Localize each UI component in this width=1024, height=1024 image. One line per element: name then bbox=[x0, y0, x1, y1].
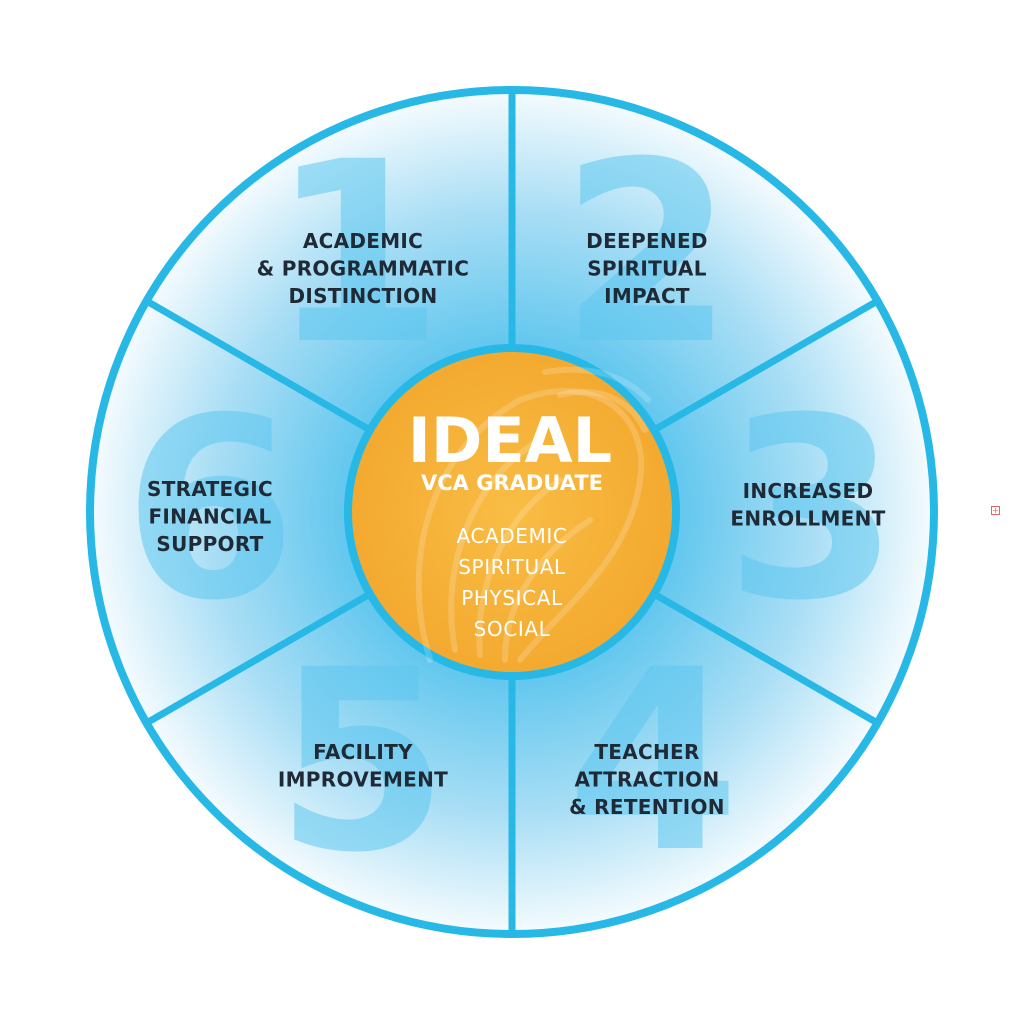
segment-label-line: DEEPENED bbox=[586, 229, 708, 253]
segment-label-line: TEACHER bbox=[594, 740, 699, 764]
segment-number-3: 3 bbox=[725, 364, 899, 655]
segment-number-6: 6 bbox=[123, 364, 297, 655]
segment-label-line: FACILITY bbox=[313, 740, 413, 764]
segment-label-2: DEEPENED SPIRITUAL IMPACT bbox=[586, 229, 708, 308]
segment-number-1: 1 bbox=[270, 108, 444, 399]
center-circle bbox=[352, 352, 672, 672]
center-title: IDEAL bbox=[408, 404, 612, 477]
segment-label-line: & PROGRAMMATIC bbox=[257, 257, 469, 281]
center-item: ACADEMIC bbox=[457, 524, 568, 548]
outer-ring bbox=[86, 86, 938, 938]
center-subtitle: VCA GRADUATE bbox=[421, 471, 603, 495]
segment-divider bbox=[653, 591, 878, 726]
segment-labels: ACADEMIC & PROGRAMMATIC DISTINCTION DEEPENE… bbox=[147, 229, 885, 819]
center-item: SPIRITUAL bbox=[458, 555, 566, 579]
segment-number-5: 5 bbox=[275, 616, 449, 907]
segment-label-line: IMPROVEMENT bbox=[278, 768, 448, 792]
segment-label-line: FINANCIAL bbox=[148, 505, 271, 529]
plus-box-icon[interactable]: + bbox=[991, 506, 1000, 515]
segment-divider bbox=[146, 591, 371, 726]
segment-label-1: ACADEMIC & PROGRAMMATIC DISTINCTION bbox=[257, 229, 469, 308]
segment-dividers bbox=[146, 92, 878, 932]
segment-label-line: INCREASED bbox=[743, 479, 874, 503]
segment-label-line: ACADEMIC bbox=[303, 229, 423, 253]
segment-label-line: SUPPORT bbox=[156, 532, 263, 556]
segment-number-2: 2 bbox=[560, 108, 734, 399]
segment-label-line: STRATEGIC bbox=[147, 477, 273, 501]
segment-divider bbox=[653, 298, 878, 433]
segment-label-line: DISTINCTION bbox=[288, 284, 437, 308]
segment-label-line: & RETENTION bbox=[569, 795, 725, 819]
lion-watermark-icon bbox=[415, 366, 651, 663]
segment-label-line: IMPACT bbox=[604, 284, 690, 308]
segment-label-6: STRATEGIC FINANCIAL SUPPORT bbox=[147, 477, 273, 556]
center-item: SOCIAL bbox=[474, 617, 551, 641]
segment-label-5: FACILITY IMPROVEMENT bbox=[278, 740, 448, 792]
center-item: PHYSICAL bbox=[461, 586, 563, 610]
segment-divider bbox=[146, 298, 371, 433]
segment-label-4: TEACHER ATTRACTION & RETENTION bbox=[569, 740, 725, 819]
center-items: ACADEMIC SPIRITUAL PHYSICAL SOCIAL bbox=[457, 524, 568, 641]
segment-number-4: 4 bbox=[566, 616, 740, 907]
segment-label-3: INCREASED ENROLLMENT bbox=[730, 479, 885, 531]
segment-label-line: ENROLLMENT bbox=[730, 507, 885, 531]
segment-label-line: ATTRACTION bbox=[574, 768, 719, 792]
segment-label-line: SPIRITUAL bbox=[587, 257, 707, 281]
